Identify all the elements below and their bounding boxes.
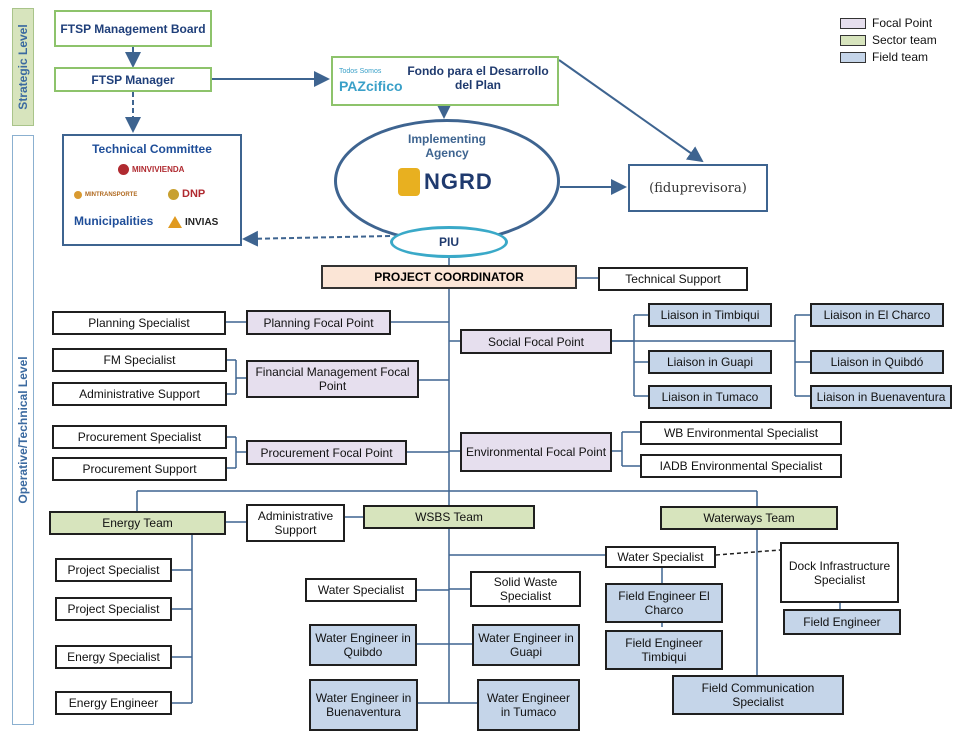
dnp-logo: DNP xyxy=(168,188,205,200)
invias-logo: INVIAS xyxy=(168,216,218,228)
social-focal-point: Social Focal Point xyxy=(460,329,612,354)
dnp-icon xyxy=(168,188,179,200)
iadb-environmental-specialist: IADB Environmental Specialist xyxy=(640,454,842,478)
field-engineer-timbiqui: Field Engineer Timbiqui xyxy=(605,630,723,670)
piu-ellipse: PIU xyxy=(390,226,508,258)
liaison-el-charco: Liaison in El Charco xyxy=(810,303,944,327)
project-specialist-1: Project Specialist xyxy=(55,558,172,582)
implementing-agency-label: Implementing Agency xyxy=(407,132,486,160)
waterways-water-specialist: Water Specialist xyxy=(605,546,716,568)
liaison-guapi: Liaison in Guapi xyxy=(648,350,772,374)
fm-specialist: FM Specialist xyxy=(52,348,227,372)
mintransporte-logo: MINTRANSPORTE xyxy=(74,191,137,199)
water-engineer-buenaventura: Water Engineer in Buenaventura xyxy=(309,679,418,731)
procurement-specialist: Procurement Specialist xyxy=(52,425,227,449)
pazcifico-logo: PAZcifico xyxy=(339,78,403,94)
liaison-timbiqui: Liaison in Timbiqui xyxy=(648,303,772,327)
procurement-support: Procurement Support xyxy=(52,457,227,481)
ftsp-management-board: FTSP Management Board xyxy=(54,10,212,47)
legend-sector-team: Sector team xyxy=(872,33,937,47)
ngrd-text: NGRD xyxy=(424,169,493,194)
operative-level-label: Operative/Technical Level xyxy=(16,356,30,504)
minvivienda-text: MINVIVIENDA xyxy=(132,165,185,174)
mintransporte-text: MINTRANSPORTE xyxy=(85,192,138,198)
fondo-desarrollo-label: Fondo para el Desarrollo del Plan xyxy=(407,64,549,92)
minvivienda-logo: MINVIVIENDA xyxy=(118,164,184,175)
field-engineer: Field Engineer xyxy=(783,609,901,635)
strategic-level-label: Strategic Level xyxy=(16,24,30,110)
wsbs-water-specialist: Water Specialist xyxy=(305,578,417,602)
procurement-focal-point: Procurement Focal Point xyxy=(246,440,407,465)
planning-focal-point: Planning Focal Point xyxy=(246,310,391,335)
liaison-buenaventura: Liaison in Buenaventura xyxy=(810,385,952,409)
water-engineer-tumaco: Water Engineer in Tumaco xyxy=(477,679,580,731)
solid-waste-specialist: Solid Waste Specialist xyxy=(470,571,581,607)
minvivienda-icon xyxy=(118,164,129,175)
ftsp-manager: FTSP Manager xyxy=(54,67,212,92)
legend-focal-point: Focal Point xyxy=(872,16,933,30)
liaison-quibdo: Liaison in Quibdó xyxy=(810,350,944,374)
water-engineer-guapi: Water Engineer in Guapi xyxy=(472,624,580,666)
legend-swatch-field xyxy=(840,52,866,63)
water-engineer-quibdo: Water Engineer in Quibdo xyxy=(309,624,417,666)
pazcifico-logo-tagline: Todos Somos xyxy=(339,68,382,75)
dnp-text: DNP xyxy=(182,188,206,200)
implementing-agency: Implementing Agency NGRD xyxy=(334,119,560,243)
liaison-tumaco: Liaison in Tumaco xyxy=(648,385,772,409)
energy-specialist: Energy Specialist xyxy=(55,645,172,669)
ngrd-logo: NGRD xyxy=(398,168,493,196)
wsbs-team: WSBS Team xyxy=(363,505,535,529)
fiduprevisora-box: (fiduprevisora) xyxy=(628,164,768,212)
ngrd-emblem-icon xyxy=(398,168,420,196)
municipalities-label: Municipalities xyxy=(74,214,154,228)
project-specialist-2: Project Specialist xyxy=(55,597,172,621)
technical-support: Technical Support xyxy=(598,267,748,291)
technical-committee-title: Technical Committee xyxy=(92,142,212,156)
mintransporte-icon xyxy=(74,191,82,199)
invias-text: INVIAS xyxy=(185,216,219,228)
operative-level-band: Operative/Technical Level xyxy=(12,135,34,725)
financial-management-focal-point: Financial Management Focal Point xyxy=(246,360,419,398)
fondo-desarrollo-box: Todos Somos PAZcifico Fondo para el Desa… xyxy=(331,56,559,106)
environmental-focal-point: Environmental Focal Point xyxy=(460,432,612,472)
wb-environmental-specialist: WB Environmental Specialist xyxy=(640,421,842,445)
legend-field-team: Field team xyxy=(872,50,929,64)
technical-committee: Technical Committee MINVIVIENDA MINTRANS… xyxy=(62,134,242,246)
legend-swatch-focal xyxy=(840,18,866,29)
invias-icon xyxy=(168,216,182,228)
administrative-support-energy: Administrative Support xyxy=(246,504,345,542)
field-engineer-el-charco: Field Engineer El Charco xyxy=(605,583,723,623)
legend-swatch-sector xyxy=(840,35,866,46)
energy-team: Energy Team xyxy=(49,511,226,535)
dock-infrastructure-specialist: Dock Infrastructure Specialist xyxy=(780,542,899,603)
planning-specialist: Planning Specialist xyxy=(52,311,226,335)
field-communication-specialist: Field Communication Specialist xyxy=(672,675,844,715)
strategic-level-band: Strategic Level xyxy=(12,8,34,126)
waterways-team: Waterways Team xyxy=(660,506,838,530)
energy-engineer: Energy Engineer xyxy=(55,691,172,715)
project-coordinator: PROJECT COORDINATOR xyxy=(321,265,577,289)
administrative-support: Administrative Support xyxy=(52,382,227,406)
